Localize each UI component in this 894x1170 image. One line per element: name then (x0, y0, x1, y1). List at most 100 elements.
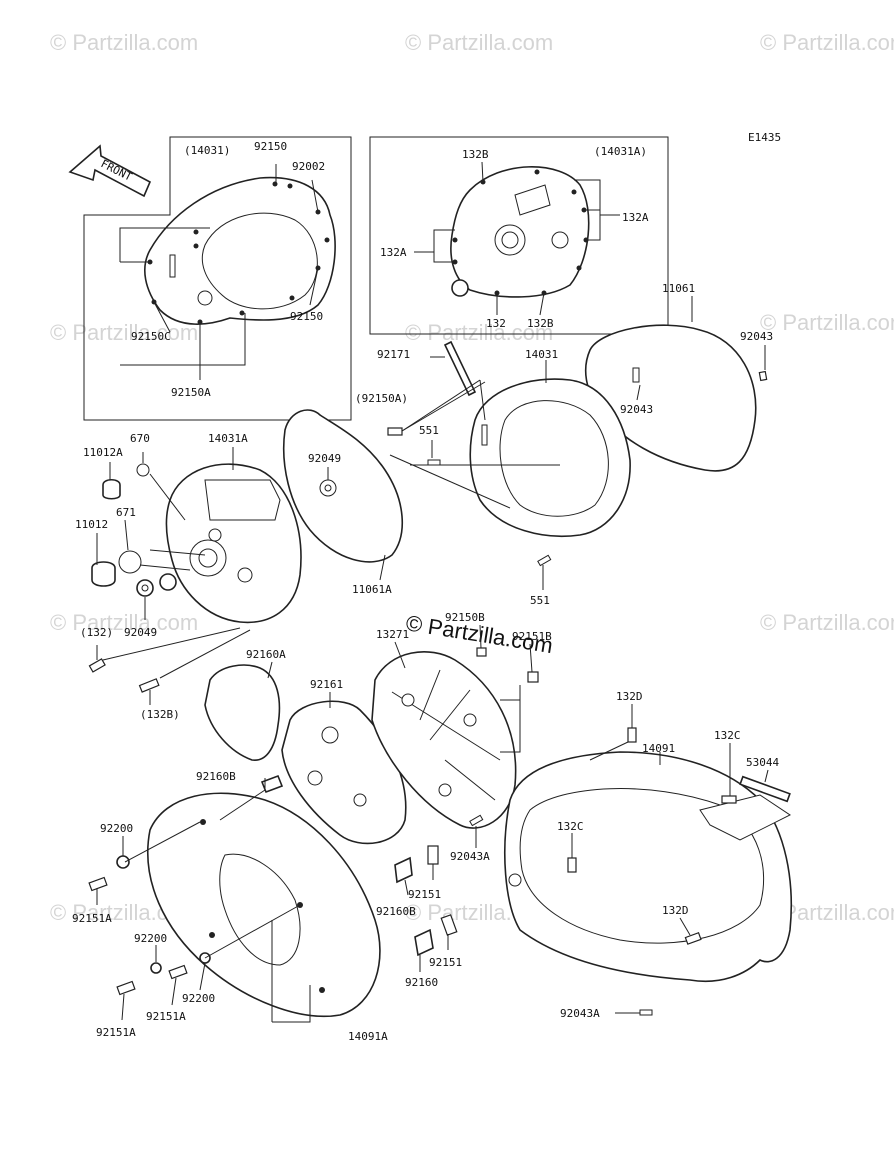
label-92151: 92151 (408, 888, 441, 901)
diagram-code: E1435 (748, 131, 781, 144)
label-11012A: 11012A (83, 446, 123, 459)
label-92150B: 92150B (445, 611, 485, 624)
leader (404, 879, 409, 896)
dowel-551 (427, 459, 441, 466)
oring-671 (118, 550, 142, 574)
insulator-hole (353, 793, 367, 807)
label-92043: 92043 (620, 403, 653, 416)
label-92161: 92161 (310, 678, 343, 691)
label-14091: 14091 (642, 742, 675, 755)
watermark: © Partzilla.com (760, 310, 894, 335)
label-92200: 92200 (182, 992, 215, 1005)
dowel-92043 (758, 370, 768, 382)
leader (120, 313, 246, 366)
insulator-92161 (281, 700, 407, 845)
label-53044: 53044 (746, 756, 779, 769)
bolt-92150A (387, 427, 403, 436)
watermark: © Partzilla.com (50, 30, 198, 55)
leader (414, 229, 455, 263)
leader (479, 624, 482, 649)
collar-92160B (394, 856, 413, 884)
leader (401, 379, 481, 432)
watermark: © Partzilla.com (405, 320, 553, 345)
bolt-132D (684, 932, 702, 945)
leader (394, 641, 406, 669)
label-132A: 132A (622, 211, 649, 224)
label-92160B: 92160B (196, 770, 236, 783)
seal-hole (141, 584, 149, 592)
dowel-92043A (639, 1009, 653, 1016)
label-132B: 132B (462, 148, 489, 161)
label-92150C: 92150C (131, 330, 171, 343)
label-551: 551 (419, 424, 439, 437)
leader (389, 454, 511, 509)
leader (159, 629, 251, 679)
plug-11012A (102, 478, 121, 500)
label-132C: 132C (557, 820, 584, 833)
leader (764, 769, 769, 783)
front-arrow-icon: FRONT (68, 144, 152, 198)
label-92002: 92002 (292, 160, 325, 173)
rod-53044 (739, 775, 791, 803)
bolt-92151A (168, 964, 188, 980)
bolt-92150B (476, 647, 487, 657)
label-132D: 132D (662, 904, 689, 917)
inset-left-cover (144, 176, 336, 325)
leader (500, 685, 521, 753)
oring-670 (136, 463, 150, 477)
spacer-92151 (427, 845, 439, 865)
label-132: 132 (486, 317, 506, 330)
label-92049: 92049 (308, 452, 341, 465)
leader (149, 473, 186, 521)
label-92151A: 92151A (146, 1010, 186, 1023)
inset-right-frame (369, 136, 669, 335)
washer-hole (324, 484, 332, 492)
leader (171, 977, 177, 1006)
leader (267, 661, 273, 679)
watermark: © Partzilla.com (50, 610, 198, 635)
label-inset-left-ref: (14031) (184, 144, 230, 157)
label-92200: 92200 (100, 822, 133, 835)
label-132: (132) (80, 626, 113, 639)
leader (479, 379, 486, 421)
cover-14091 (504, 751, 793, 983)
cover-14031A (165, 463, 302, 624)
watermark: © Partzilla.com (50, 320, 198, 345)
label-92043: 92043 (740, 330, 773, 343)
insulator-hole (321, 726, 339, 744)
leader (309, 267, 319, 306)
leader (679, 917, 691, 936)
inset-right-cover (450, 166, 590, 298)
bolt-132C (567, 857, 577, 873)
leader (204, 904, 301, 959)
leader (529, 643, 533, 673)
collar-92160 (414, 928, 434, 957)
label-92151B: 92151B (512, 630, 552, 643)
label-92160A: 92160A (246, 648, 286, 661)
label-inset-right-ref: (14031A) (594, 145, 647, 158)
bolt-132C (721, 795, 737, 804)
label-132D: 132D (616, 690, 643, 703)
dowel-92043 (632, 367, 640, 383)
label-11061A: 11061A (352, 583, 392, 596)
label-11012: 11012 (75, 518, 108, 531)
label-92160: 92160 (405, 976, 438, 989)
bolt-132 (88, 658, 106, 673)
watermark: © Partzilla.com (405, 30, 553, 55)
label-13271: 13271 (376, 628, 409, 641)
cover-14031 (469, 378, 631, 538)
leader (121, 993, 125, 1021)
leader (311, 179, 319, 213)
dowel-92043A (469, 814, 484, 827)
label-92171: 92171 (377, 348, 410, 361)
label-14091A: 14091A (348, 1030, 388, 1043)
leader (102, 627, 241, 661)
label-14031: 14031 (525, 348, 558, 361)
watermarks: © Partzilla.com © Partzilla.com © Partzi… (50, 30, 894, 925)
label-132A: 132A (380, 246, 407, 259)
part-labels: (14031) 92150 92002 92150 92150C 92150A … (72, 140, 779, 1043)
label-92200: 92200 (134, 932, 167, 945)
dowel-551 (537, 554, 552, 567)
label-92150A: (92150A) (355, 392, 408, 405)
leader (379, 554, 386, 581)
